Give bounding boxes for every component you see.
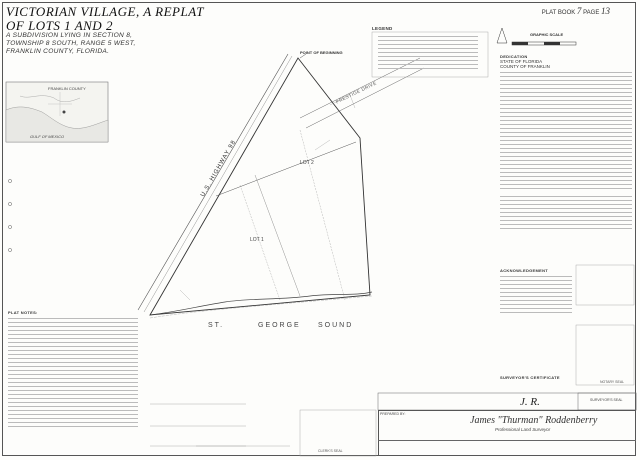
sheet-border [2, 2, 636, 456]
point-of-beginning-label: POINT OF BEGINNING [300, 50, 343, 55]
plat-notes-text [8, 318, 138, 438]
surveyor-title: Professional Land Surveyor [495, 427, 551, 432]
plat-subtitle-1: A SUBDIVISION LYING IN SECTION 8, [6, 32, 133, 39]
title-block-footer [378, 440, 636, 456]
sound-word-3: SOUND [318, 322, 354, 329]
lot-2-label: LOT 2 [300, 160, 314, 166]
lot-1-label: LOT 1 [250, 237, 264, 243]
sound-word-1: ST. [208, 322, 225, 329]
plat-title-line2: OF LOTS 1 AND 2 [6, 18, 113, 33]
plat-book-label: PLAT BOOK [541, 10, 576, 16]
plat-subtitle-2: TOWNSHIP 8 SOUTH, RANGE 5 WEST, [6, 40, 136, 47]
plat-notes-heading: PLAT NOTES: [8, 310, 38, 315]
plat-book-page: PLAT BOOK 7 PAGE 13 [542, 6, 610, 16]
plat-title: VICTORIAN VILLAGE, A REPLAT [6, 4, 204, 19]
surveyor-certificate-heading: SURVEYOR'S CERTIFICATE [500, 375, 560, 380]
dedication-text-block [500, 72, 632, 190]
vicinity-water-label: GULF OF MEXICO [30, 134, 65, 139]
prepared-by-label: PREPARED BY: [380, 412, 406, 416]
clerks-seal-label: CLERK'S SEAL [318, 449, 343, 453]
surveyor-seal-label: SURVEYOR'S SEAL [590, 398, 623, 402]
title-block [378, 410, 636, 456]
dedication-state: STATE OF FLORIDA [500, 59, 543, 64]
notary-seal-label: NOTARY SEAL [600, 380, 625, 384]
plat-subtitle-3: FRANKLIN COUNTY, FLORIDA. [6, 48, 110, 55]
dedication-signatures [500, 196, 632, 236]
sound-word-2: GEORGE [258, 322, 301, 329]
surveyor-name: James "Thurman" Roddenberry [470, 415, 598, 426]
page-number: 13 [601, 6, 610, 16]
acknowledgement-text [500, 276, 572, 320]
plat-book-number: 7 [576, 6, 582, 16]
legend-entries [378, 36, 478, 74]
page-label: PAGE [583, 10, 600, 16]
dedication-heading: DEDICATION [500, 54, 528, 59]
acknowledgement-heading: ACKNOWLEDGEMENT [500, 268, 549, 273]
surveyor-signature: J. R. [520, 396, 540, 408]
vicinity-county-label: FRANKLIN COUNTY [48, 86, 86, 91]
graphic-scale-title: GRAPHIC SCALE [530, 32, 564, 37]
legend-title: LEGEND [372, 26, 393, 31]
dedication-county: COUNTY OF FRANKLIN [500, 64, 550, 69]
